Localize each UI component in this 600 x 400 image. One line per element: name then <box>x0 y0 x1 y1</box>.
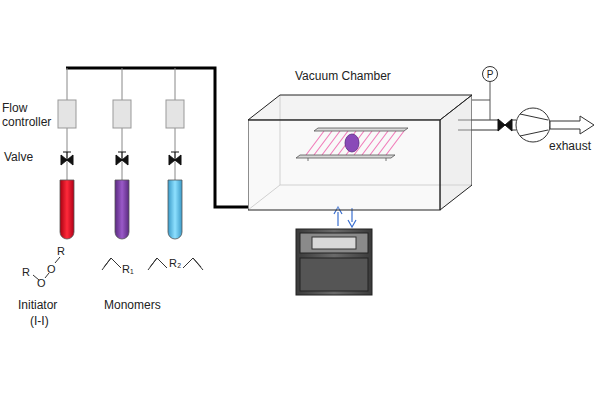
component-label: Flow controller <box>2 101 54 129</box>
valve-symbols <box>61 152 181 165</box>
gauge-letter: P <box>487 69 494 80</box>
reagent-tubes <box>60 180 182 239</box>
vacuum-chamber: Vacuum Chamber <box>248 68 472 218</box>
flow-label: exhaust <box>549 139 591 153</box>
flow-controller-boxes <box>58 100 184 128</box>
chamber-outline <box>248 68 472 218</box>
initiator-structure <box>33 257 60 280</box>
temperature-controller <box>296 207 372 295</box>
component-label: Valve <box>4 150 33 164</box>
gauge-line <box>472 82 490 100</box>
reagent-label: Monomers <box>104 298 161 312</box>
atom-label: O <box>47 262 56 276</box>
pressure-gauge: P <box>482 66 498 82</box>
atom-label: R <box>57 244 65 258</box>
drop-lines <box>67 68 175 180</box>
chamber-title: Vacuum Chamber <box>295 69 391 83</box>
atom-label: R <box>22 265 30 279</box>
atom-label: O <box>37 276 46 290</box>
monomer-structures <box>102 258 203 270</box>
exhaust-line <box>458 100 594 142</box>
reagent-label: Initiator <box>18 298 57 312</box>
reactor-stage <box>296 128 408 161</box>
formula-label: (I-I) <box>30 314 49 328</box>
feed-line <box>66 68 248 207</box>
group-label: R₂ <box>169 256 181 270</box>
group-label: R₁ <box>122 262 134 276</box>
